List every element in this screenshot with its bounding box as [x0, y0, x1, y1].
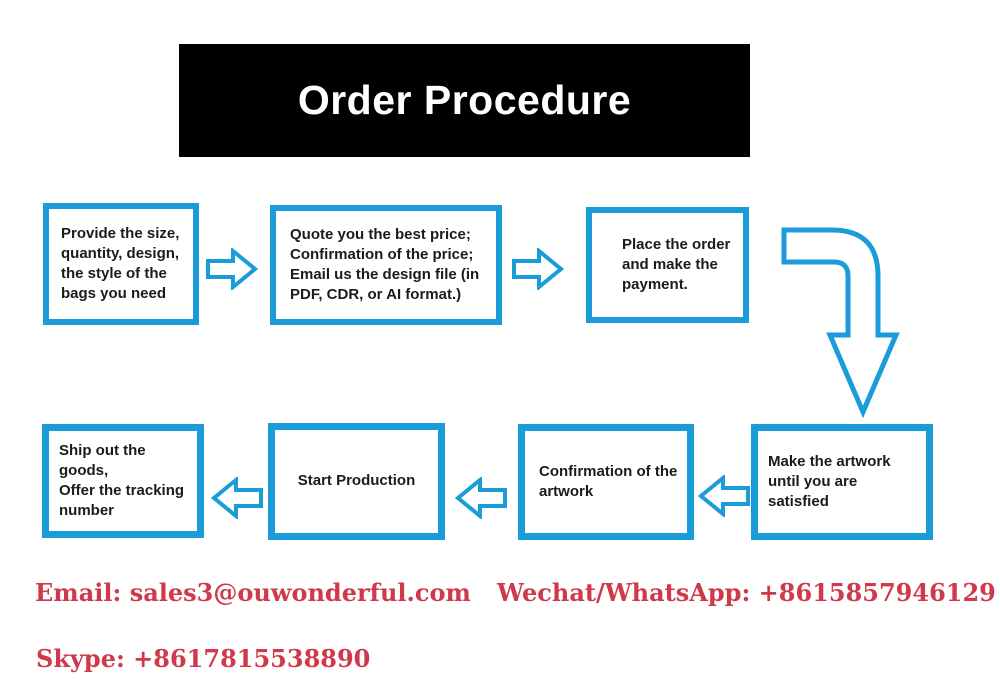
flow-step-label: Make the artwork until you are satisfied [768, 452, 891, 511]
arrow-right-icon [206, 248, 258, 290]
contact-email: Email: sales3@ouwonderful.com [35, 578, 471, 607]
flow-step-start-production: Start Production [268, 423, 445, 540]
flow-step-label: Confirmation of the artwork [539, 462, 678, 500]
flow-step-label: Provide the size, quantity, design, the … [61, 224, 180, 303]
contact-skype: Skype: +8617815538890 [36, 644, 371, 673]
flow-step-label: Place the order and make the payment. [622, 235, 731, 294]
flow-step-place-order: Place the order and make the payment. [586, 207, 749, 323]
flow-step-label: Quote you the best price; Confirmation o… [290, 225, 480, 304]
flow-step-quote-price: Quote you the best price; Confirmation o… [270, 205, 502, 325]
flow-step-label: Start Production [297, 472, 416, 490]
title-banner: Order Procedure [179, 44, 750, 157]
flow-step-ship-goods: Ship out the goods, Offer the tracking n… [42, 424, 204, 538]
arrow-right-icon [512, 248, 564, 290]
flow-step-make-artwork: Make the artwork until you are satisfied [751, 424, 933, 540]
page-title: Order Procedure [297, 77, 632, 123]
arrow-left-icon [455, 477, 507, 519]
flow-step-label: Ship out the goods, Offer the tracking n… [59, 441, 185, 520]
contact-wechat-whatsapp: Wechat/WhatsApp: +8615857946129 [497, 578, 996, 607]
flow-step-confirm-artwork: Confirmation of the artwork [518, 424, 694, 540]
flow-step-provide-details: Provide the size, quantity, design, the … [43, 203, 199, 325]
arrow-left-icon [698, 475, 750, 517]
arrow-left-icon [211, 477, 263, 519]
curved-arrow-down-icon [781, 227, 900, 419]
